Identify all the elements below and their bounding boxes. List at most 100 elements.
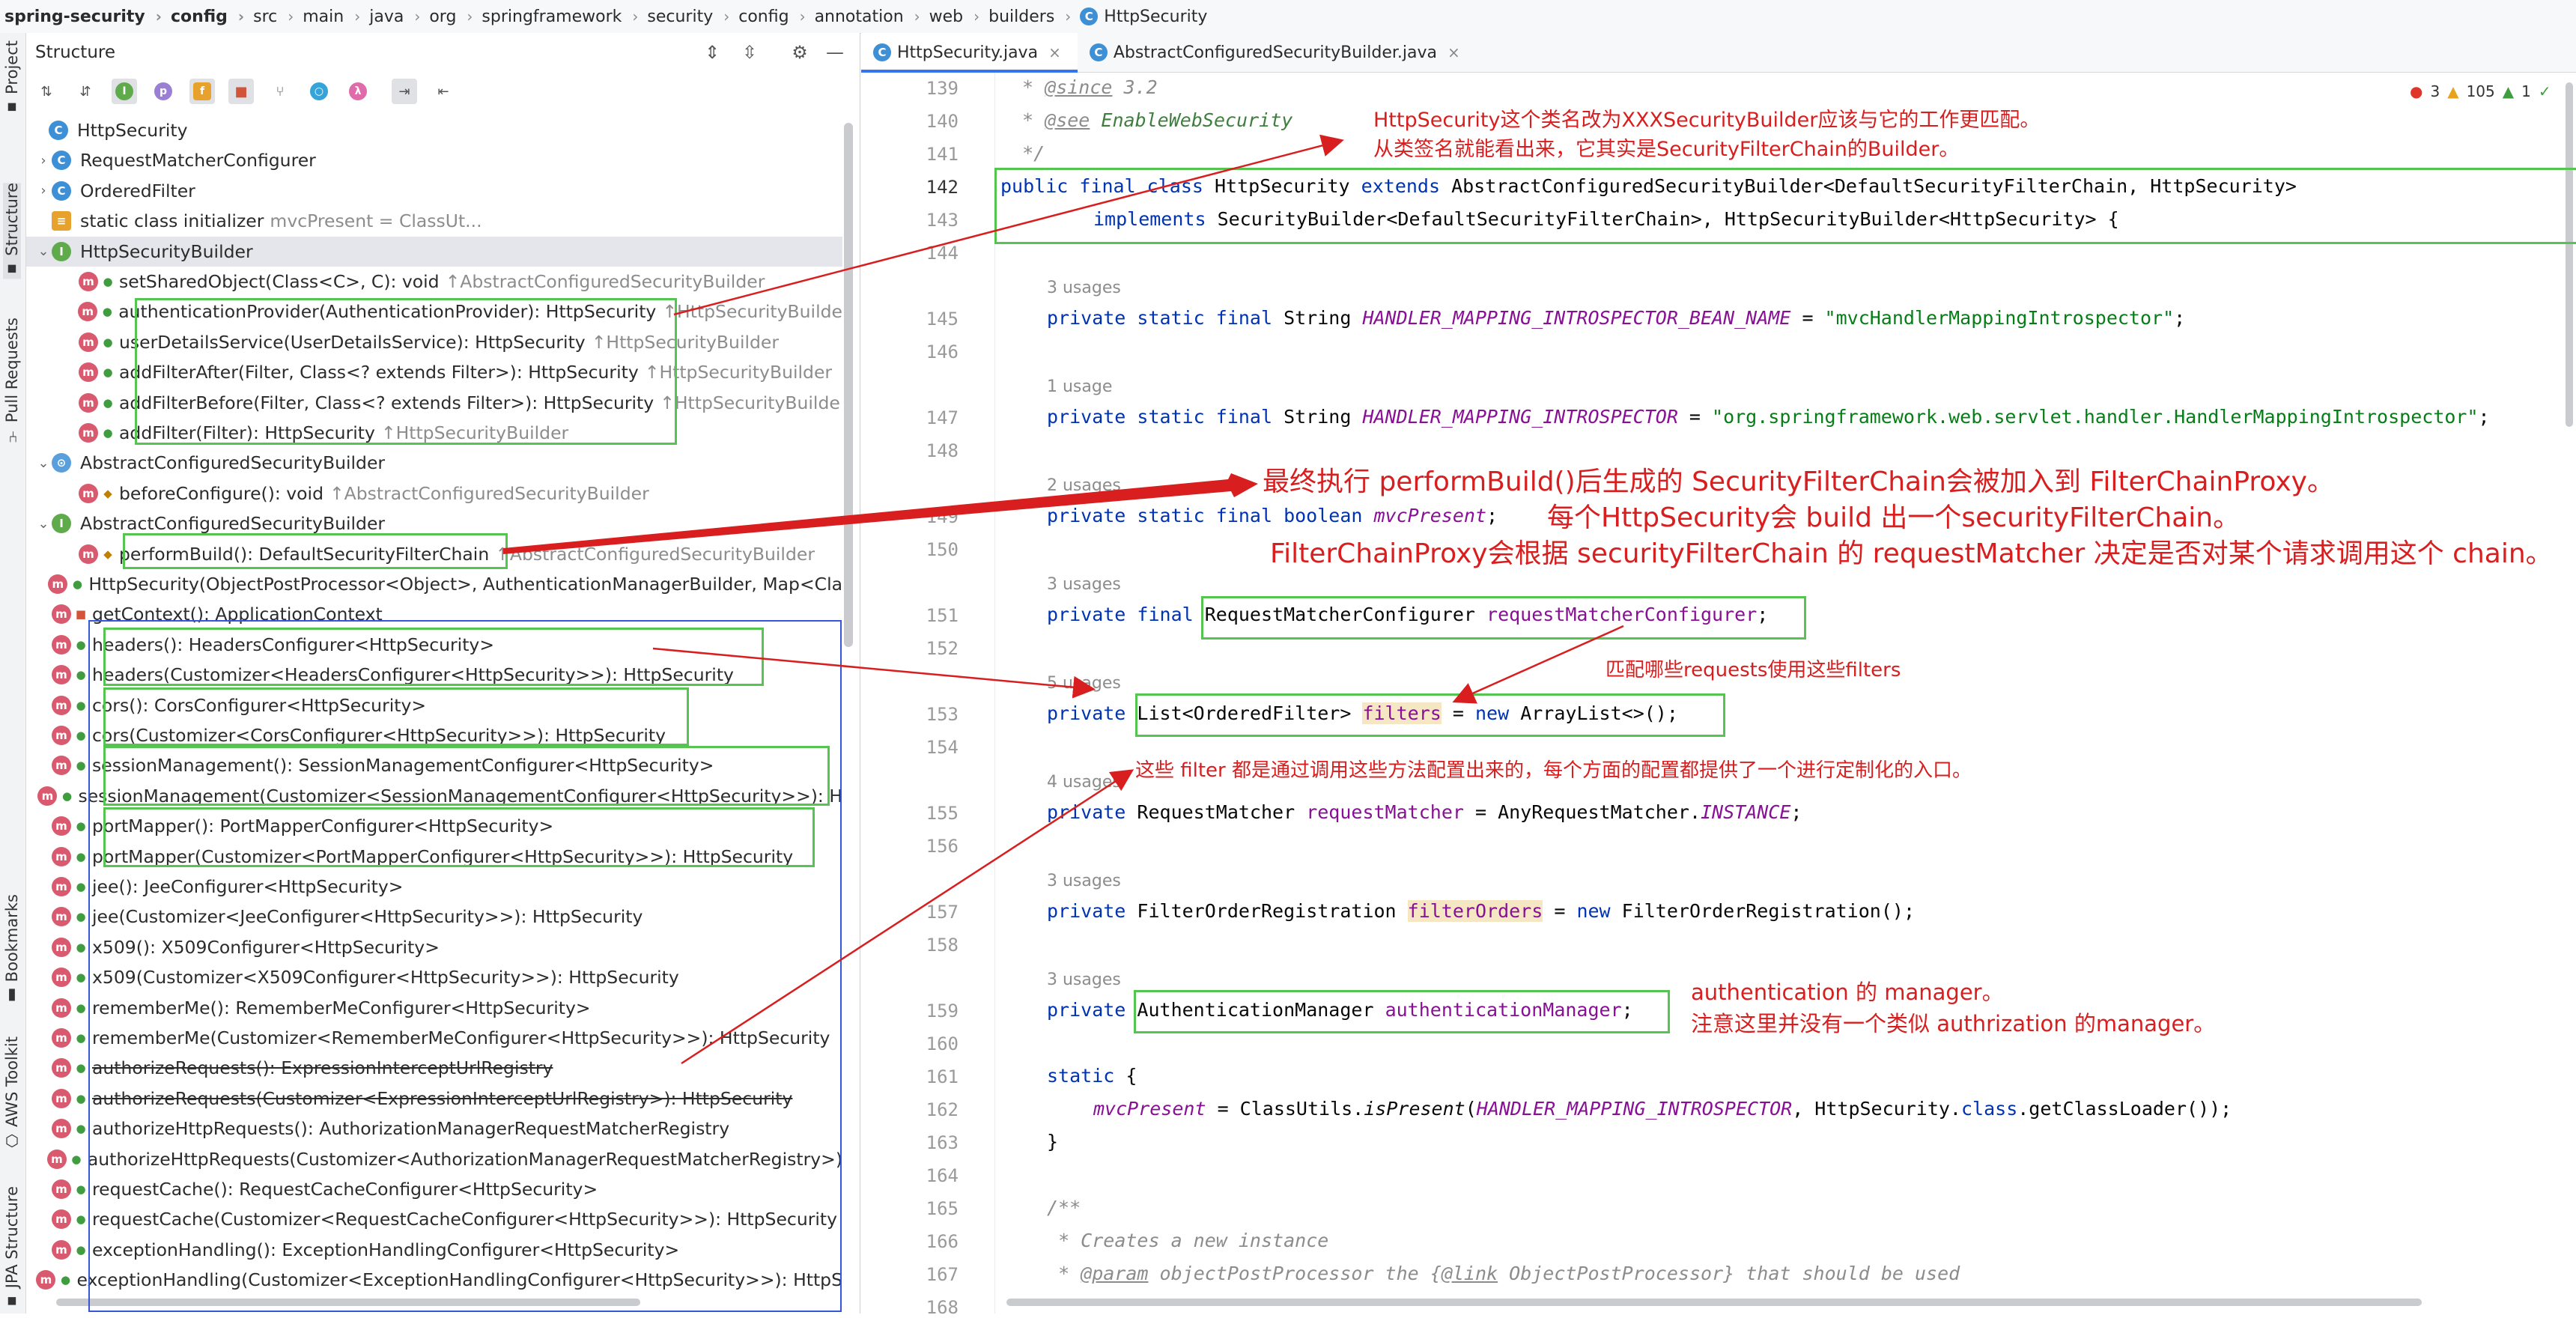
breadcrumb-item[interactable]: builders› bbox=[988, 7, 1072, 26]
usages-hint[interactable]: 4 usages bbox=[1047, 773, 1121, 792]
sort-by-type-icon[interactable]: ⇵ bbox=[79, 83, 91, 100]
breadcrumb-item[interactable]: annotation› bbox=[814, 7, 920, 26]
tree-row[interactable]: m●authenticationProvider(AuthenticationP… bbox=[26, 297, 842, 327]
breadcrumb-item[interactable]: config› bbox=[171, 7, 245, 26]
code-editor[interactable] bbox=[996, 73, 2576, 1314]
pull-requests-tool-button[interactable]: ⑂ Pull Requests bbox=[3, 318, 21, 443]
usages-hint[interactable]: 3 usages bbox=[1047, 872, 1121, 890]
tree-row[interactable]: m●portMapper(): PortMapperConfigurer<Htt… bbox=[26, 811, 842, 841]
show-lambdas-icon[interactable]: ○ bbox=[306, 79, 332, 104]
tree-row[interactable]: ⌄⊙AbstractConfiguredSecurityBuilder bbox=[26, 448, 842, 478]
breadcrumb-item[interactable]: security› bbox=[647, 7, 730, 26]
tree-row[interactable]: m●addFilterBefore(Filter, Class<? extend… bbox=[26, 388, 842, 418]
autoscroll-to-source-icon[interactable]: ⇥ bbox=[392, 79, 417, 104]
editor-vertical-scrollbar[interactable] bbox=[2566, 82, 2573, 427]
structure-tool-button[interactable]: ▪ Structure bbox=[3, 183, 21, 279]
tree-row[interactable]: m●HttpSecurity(ObjectPostProcessor<Objec… bbox=[26, 569, 842, 599]
aws-toolkit-tool-button[interactable]: ⬡ AWS Toolkit bbox=[3, 1036, 21, 1150]
tree-row[interactable]: m●cors(Customizer<CorsConfigurer<HttpSec… bbox=[26, 720, 842, 750]
tree-row[interactable]: m●rememberMe(): RememberMeConfigurer<Htt… bbox=[26, 993, 842, 1023]
bookmarks-tool-button[interactable]: ▮ Bookmarks bbox=[3, 894, 21, 1006]
tree-row[interactable]: m●requestCache(): RequestCacheConfigurer… bbox=[26, 1174, 842, 1204]
inspection-widget[interactable]: ●3 ▲105 ▲1 ✓ bbox=[2410, 82, 2551, 100]
annotation-request-matcher: 匹配哪些requests使用这些filters bbox=[1606, 659, 1901, 681]
tree-row[interactable]: m●jee(Customizer<JeeConfigurer<HttpSecur… bbox=[26, 902, 842, 932]
show-fields-icon[interactable]: f bbox=[189, 79, 215, 104]
expand-chevron-icon[interactable]: › bbox=[40, 152, 46, 168]
tree-row[interactable]: m●sessionManagement(): SessionManagement… bbox=[26, 750, 842, 780]
usages-hint[interactable]: 3 usages bbox=[1047, 575, 1121, 594]
project-tool-button[interactable]: ▪ Project bbox=[3, 40, 21, 118]
tree-row[interactable]: m●cors(): CorsConfigurer<HttpSecurity> bbox=[26, 690, 842, 720]
editor-horizontal-scrollbar[interactable] bbox=[1006, 1299, 2422, 1306]
tree-row[interactable]: m●portMapper(Customizer<PortMapperConfig… bbox=[26, 842, 842, 872]
show-non-public-icon[interactable]: ■ bbox=[228, 79, 254, 104]
expand-all-icon[interactable]: ⇕ bbox=[704, 42, 720, 63]
expand-chevron-icon[interactable]: ⌄ bbox=[37, 455, 49, 471]
breadcrumb-item[interactable]: config› bbox=[738, 7, 806, 26]
show-properties-icon[interactable]: p bbox=[151, 79, 176, 104]
tree-row[interactable]: m●authorizeRequests(): ExpressionInterce… bbox=[26, 1053, 842, 1083]
tree-row[interactable]: m●jee(): JeeConfigurer<HttpSecurity> bbox=[26, 872, 842, 902]
usages-hint[interactable]: 2 usages bbox=[1047, 476, 1121, 495]
structure-scrollbar[interactable] bbox=[844, 123, 853, 647]
structure-horizontal-scrollbar[interactable] bbox=[56, 1299, 640, 1306]
tree-row[interactable]: m●addFilter(Filter): HttpSecurity↑HttpSe… bbox=[26, 418, 842, 448]
breadcrumb-item[interactable]: org› bbox=[429, 7, 473, 26]
usages-hint[interactable]: 3 usages bbox=[1047, 971, 1121, 989]
tree-row[interactable]: m●authorizeRequests(Customizer<Expressio… bbox=[26, 1084, 842, 1114]
gear-icon[interactable]: ⚙ bbox=[792, 42, 808, 63]
usages-hint[interactable]: 5 usages bbox=[1047, 674, 1121, 693]
interface-icon: I bbox=[52, 514, 71, 534]
autoscroll-from-source-icon[interactable]: ⇤ bbox=[437, 83, 449, 100]
tree-row[interactable]: m●sessionManagement(Customizer<SessionMa… bbox=[26, 781, 842, 811]
breadcrumb-item[interactable]: java› bbox=[369, 7, 421, 26]
tree-row[interactable]: m■getContext(): ApplicationContext bbox=[26, 599, 842, 629]
tree-row[interactable]: m●x509(): X509Configurer<HttpSecurity> bbox=[26, 932, 842, 962]
tree-row[interactable]: m●rememberMe(Customizer<RememberMeConfig… bbox=[26, 1023, 842, 1053]
expand-chevron-icon[interactable]: ⌄ bbox=[37, 243, 49, 260]
tree-row[interactable]: m●x509(Customizer<X509Configurer<HttpSec… bbox=[26, 962, 842, 992]
close-icon[interactable]: × bbox=[1448, 43, 1460, 61]
usages-hint[interactable]: 1 usage bbox=[1047, 377, 1113, 396]
breadcrumb-item[interactable]: src› bbox=[253, 7, 294, 26]
show-lambda-expressions-icon[interactable]: λ bbox=[345, 79, 371, 104]
tree-row[interactable]: m●addFilterAfter(Filter, Class<? extends… bbox=[26, 357, 842, 387]
tree-row[interactable]: m●setSharedObject(Class<C>, C): void↑Abs… bbox=[26, 267, 842, 297]
tree-row[interactable]: m●authorizeHttpRequests(Customizer<Autho… bbox=[26, 1144, 842, 1174]
tree-row[interactable]: m●userDetailsService(UserDetailsService)… bbox=[26, 327, 842, 357]
breadcrumb-item[interactable]: spring-security› bbox=[4, 7, 162, 26]
tree-row[interactable]: m◆beforeConfigure(): void↑AbstractConfig… bbox=[26, 479, 842, 508]
show-interface-icon[interactable]: I bbox=[112, 79, 137, 104]
tree-row[interactable]: m●authorizeHttpRequests(): Authorization… bbox=[26, 1114, 842, 1144]
jpa-structure-tool-button[interactable]: ▪ JPA Structure bbox=[3, 1186, 21, 1311]
usages-hint[interactable]: 3 usages bbox=[1047, 279, 1121, 297]
sort-alphabetically-icon[interactable]: ⇅ bbox=[40, 83, 52, 100]
close-icon[interactable]: × bbox=[1048, 43, 1061, 61]
code-line-163: } bbox=[1047, 1131, 1059, 1153]
expand-chevron-icon[interactable]: ⌄ bbox=[37, 515, 49, 532]
expand-chevron-icon[interactable]: › bbox=[40, 183, 46, 199]
collapse-all-icon[interactable]: ⇳ bbox=[741, 42, 758, 63]
tree-row[interactable]: m●headers(): HeadersConfigurer<HttpSecur… bbox=[26, 630, 842, 660]
show-anonymous-icon[interactable]: ⑂ bbox=[276, 83, 285, 100]
tree-row[interactable]: m●exceptionHandling(): ExceptionHandling… bbox=[26, 1235, 842, 1265]
hide-icon[interactable]: — bbox=[826, 42, 844, 63]
breadcrumb-item[interactable]: web› bbox=[929, 7, 980, 26]
breadcrumb-item[interactable]: main› bbox=[303, 7, 361, 26]
method-icon: m bbox=[46, 1149, 67, 1169]
tree-row[interactable]: m●exceptionHandling(Customizer<Exception… bbox=[26, 1265, 842, 1295]
breadcrumb-item[interactable]: springframework› bbox=[482, 7, 639, 26]
tree-row[interactable]: m●headers(Customizer<HeadersConfigurer<H… bbox=[26, 660, 842, 690]
tree-row[interactable]: m◆performBuild(): DefaultSecurityFilterC… bbox=[26, 539, 842, 569]
tree-row[interactable]: m●requestCache(Customizer<RequestCacheCo… bbox=[26, 1204, 842, 1234]
